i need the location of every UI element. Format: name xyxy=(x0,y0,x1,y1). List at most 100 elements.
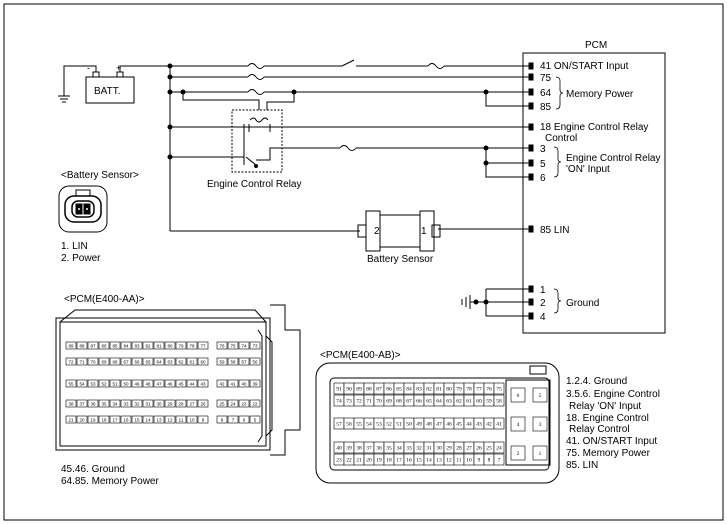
battery-label: BATT. xyxy=(94,86,120,97)
pcm-ab-pin: 13 xyxy=(433,453,445,466)
battery-sensor-connector-title: <Battery Sensor> xyxy=(61,170,139,181)
pcm-aa-pin: 76 xyxy=(216,341,228,350)
pcm-ab-pin: 32 xyxy=(413,441,425,454)
pin-number: 34 xyxy=(112,402,118,407)
pcm-ab-pin: 20 xyxy=(363,453,375,466)
pin-number: 58 xyxy=(496,399,502,405)
pcm-aa-pin: 56 xyxy=(249,357,261,366)
pcm-ab-pin: 50 xyxy=(403,417,415,430)
pcm-ab-pin: 15 xyxy=(413,453,425,466)
pin-number: 9 xyxy=(478,458,481,464)
pcm-aa-pin: 61 xyxy=(186,357,198,366)
pcm-ab-pin: 86 xyxy=(383,382,395,395)
pcm-ab-pin: 10 xyxy=(463,453,475,466)
pcm-ab-connector xyxy=(315,362,560,484)
pin-number: 7 xyxy=(232,418,235,423)
pcm-aa-legend-1: 45.46. Ground xyxy=(61,464,125,475)
pcm-aa-pin: 24 xyxy=(227,399,239,408)
pcm-ab-pin: 72 xyxy=(353,394,365,407)
pin-number: 31 xyxy=(145,402,151,407)
pin-number: 46 xyxy=(167,382,173,387)
wiring xyxy=(119,59,529,317)
pin-number: 30 xyxy=(156,402,162,407)
pcm-ab-pin: 19 xyxy=(373,453,385,466)
pcm-aa-pin: 41 xyxy=(227,379,239,388)
pin-number: 55 xyxy=(356,422,362,428)
pin-number: 28 xyxy=(178,402,184,407)
pcm-aa-pin: 29 xyxy=(164,399,176,408)
pcm-aa-pin: 47 xyxy=(153,379,165,388)
pcm-ab-big-pin: 2 xyxy=(510,445,526,461)
pcm-ab-pin: 83 xyxy=(413,382,425,395)
pin-number: 77 xyxy=(476,387,482,393)
pcm-aa-pin: 63 xyxy=(164,357,176,366)
pcm-ab-pin: 30 xyxy=(433,441,445,454)
pin-number: 15 xyxy=(416,458,422,464)
pcm-aa-pin: 66 xyxy=(131,357,143,366)
pcm-ab-pin: 60 xyxy=(473,394,485,407)
pin-number: 13 xyxy=(436,458,442,464)
pcm-ab-pin: 43 xyxy=(473,417,485,430)
pcm-aa-pin: 25 xyxy=(216,399,228,408)
pcm-aa-pin: 11 xyxy=(175,415,187,424)
pcm-aa-pin: 8 xyxy=(216,415,228,424)
pin-number: 61 xyxy=(466,399,472,405)
pcm-aa-pin: 32 xyxy=(131,399,143,408)
pcm-ab-pin: 56 xyxy=(343,417,355,430)
pin-number: 7 xyxy=(498,458,501,464)
pin-number: 23 xyxy=(336,458,342,464)
pin-number: 12 xyxy=(446,458,452,464)
pin-number: 34 xyxy=(396,446,402,452)
pcm-ab-pin: 26 xyxy=(473,441,485,454)
pcm-pin-75: 75 xyxy=(540,73,552,84)
pcm-ab-pin: 48 xyxy=(423,417,435,430)
pin-number: 14 xyxy=(145,418,151,423)
pcm-ab-pin: 36 xyxy=(373,441,385,454)
pin-number: 26 xyxy=(476,446,482,452)
pin-number: 73 xyxy=(346,399,352,405)
pcm-ab-legend-7: 75. Memory Power xyxy=(566,448,651,459)
diagram-frame xyxy=(3,3,724,521)
pin-number: 51 xyxy=(396,422,402,428)
pin-number: 69 xyxy=(101,360,107,365)
pcm-ab-pin: 89 xyxy=(353,382,365,395)
pcm-ab-legend-6: 41. ON/START Input xyxy=(566,436,657,447)
pcm-ab-title: <PCM(E400-AB)> xyxy=(320,350,401,361)
pin-number: 9 xyxy=(202,418,205,423)
pin-number: 64 xyxy=(156,360,162,365)
ecr-on-brace xyxy=(553,146,562,178)
pcm-ab-pin: 41 xyxy=(493,417,505,430)
pin-number: 21 xyxy=(68,418,74,423)
pcm-aa-pin: 10 xyxy=(186,415,198,424)
pcm-aa-pin: 72 xyxy=(65,357,77,366)
pcm-ab-pin: 76 xyxy=(483,382,495,395)
pin-number: 20 xyxy=(366,458,372,464)
pcm-ab-pin: 14 xyxy=(423,453,435,466)
pcm-ab-pin: 85 xyxy=(393,382,405,395)
pin-number: 26 xyxy=(200,402,206,407)
battery-sensor-connector xyxy=(58,185,108,233)
pin-number: 36 xyxy=(376,446,382,452)
pcm-ab-pin: 81 xyxy=(433,382,445,395)
pin-number: 5 xyxy=(539,393,542,399)
pcm-ab-pin: 63 xyxy=(443,394,455,407)
pcm-aa-pin: 67 xyxy=(120,357,132,366)
pcm-aa-pin: 15 xyxy=(131,415,143,424)
pcm-ab-pin: 9 xyxy=(473,453,485,466)
pcm-aa-pin: 14 xyxy=(142,415,154,424)
pcm-aa-pin: 44 xyxy=(186,379,198,388)
pin-number: 12 xyxy=(167,418,173,423)
pcm-ab-pin: 77 xyxy=(473,382,485,395)
pcm-aa-pin: 74 xyxy=(238,341,250,350)
pcm-aa-pin: 60 xyxy=(197,357,209,366)
pcm-ab-pin: 22 xyxy=(343,453,355,466)
pin-number: 32 xyxy=(416,446,422,452)
pcm-aa-pin: 18 xyxy=(98,415,110,424)
battery-sensor-label: Battery Sensor xyxy=(367,254,434,265)
pcm-aa-pin: 73 xyxy=(249,341,261,350)
pin-number: 17 xyxy=(396,458,402,464)
pcm-ab-pin: 52 xyxy=(383,417,395,430)
pin-number: 84 xyxy=(123,344,129,349)
